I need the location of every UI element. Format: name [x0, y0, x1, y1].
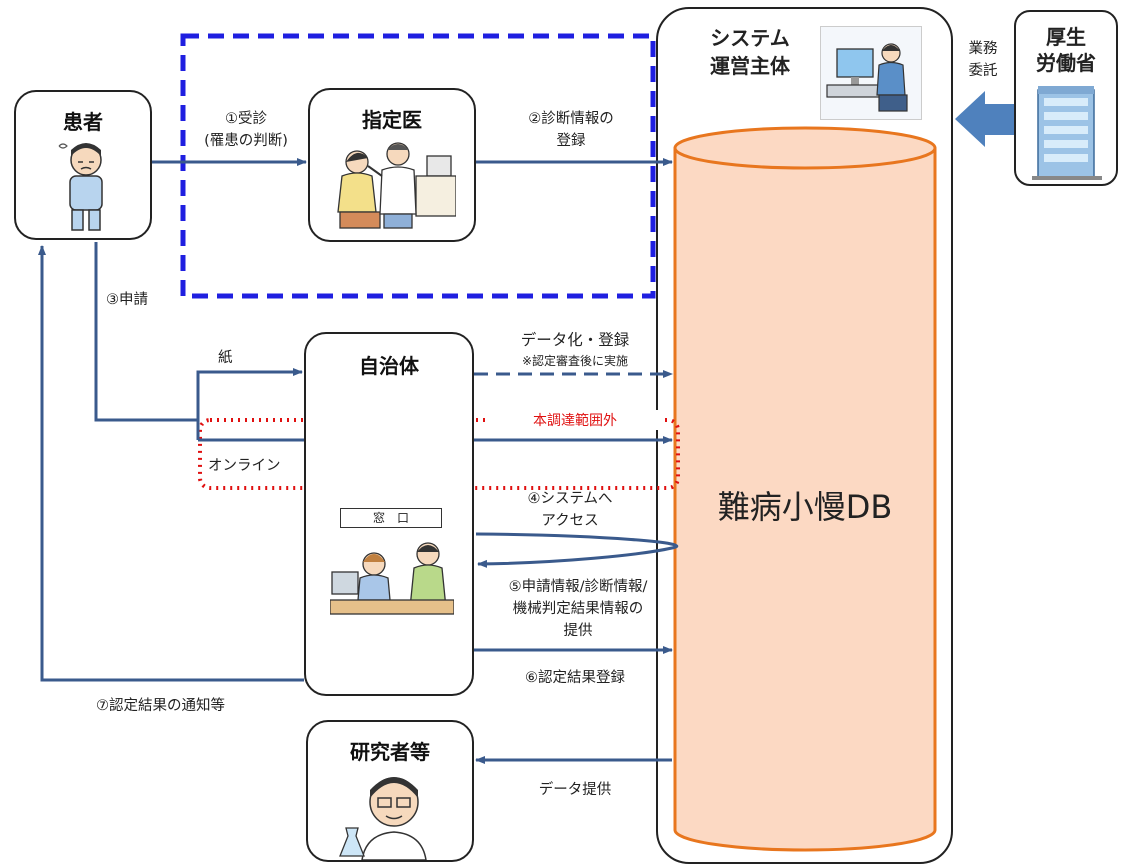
mhlw-box: 厚生 労働省 — [1014, 10, 1118, 186]
building-icon — [1032, 86, 1102, 180]
flow-paper-label: 紙 — [218, 350, 233, 366]
window-sign: 窓 口 — [340, 508, 442, 528]
flow-consultation-label: ①受診 (罹患の判断) — [204, 111, 288, 149]
out-of-scope-frame — [198, 418, 680, 490]
arrow-application — [94, 242, 200, 440]
flow-online-label: オンライン — [208, 458, 281, 474]
counter-illustration — [330, 542, 454, 615]
mhlw-line1: 厚生 — [1046, 25, 1086, 49]
flow-digitize-label: データ化・登録 — [520, 331, 630, 349]
operator-illustration — [826, 43, 908, 112]
flow-diagnosis-label: ②診断情報の 登録 — [528, 111, 614, 149]
flow-certification-registration-label: ⑥認定結果登録 — [525, 670, 625, 686]
operator-illustration-frame — [820, 26, 922, 120]
flow-system-access-label: ④システムへ アクセス — [527, 491, 613, 529]
municipality-title: 自治体 — [359, 354, 419, 378]
system-operator-line1: システム — [710, 26, 790, 50]
researcher-title: 研究者等 — [350, 740, 430, 764]
mhlw-title: 厚生 労働省 — [1016, 24, 1116, 76]
patient-box: 患者 — [14, 90, 152, 240]
researcher-box: 研究者等 — [306, 720, 474, 862]
flow-digitize-note: ※認定審査後に実施 — [521, 354, 629, 368]
municipality-box: 自治体 窓 口 — [304, 332, 474, 696]
arrow-system-access — [475, 532, 679, 568]
flow-notification-label: ⑦認定結果の通知等 — [96, 698, 225, 714]
flow-data-provision-label: データ提供 — [538, 782, 612, 798]
patient-illustration — [58, 143, 103, 231]
arrow-paper — [196, 368, 303, 420]
doctor-title: 指定医 — [362, 108, 422, 132]
database-label: 難病小慢DB — [717, 488, 893, 526]
system-operator-title: システム 運営主体 — [690, 24, 810, 80]
flow-application-label: ③申請 — [106, 292, 148, 308]
flow-information-provision-label: ⑤申請情報/診断情報/ 機械判定結果情報の 提供 — [508, 579, 648, 639]
arrow-notification — [38, 245, 304, 682]
outsourcing-label: 業務 委託 — [968, 41, 998, 79]
out-of-scope-label: 本調達範囲外 — [490, 410, 660, 430]
doctor-box: 指定医 — [308, 88, 476, 242]
mhlw-line2: 労働省 — [1036, 51, 1096, 75]
mhlw-arrow — [955, 91, 1014, 147]
doctor-illustration — [337, 142, 456, 229]
patient-title: 患者 — [63, 110, 103, 134]
database-cylinder — [673, 126, 937, 852]
doctor-scope-frame — [180, 33, 656, 299]
researcher-illustration — [339, 777, 427, 860]
system-operator-line2: 運営主体 — [710, 54, 790, 78]
